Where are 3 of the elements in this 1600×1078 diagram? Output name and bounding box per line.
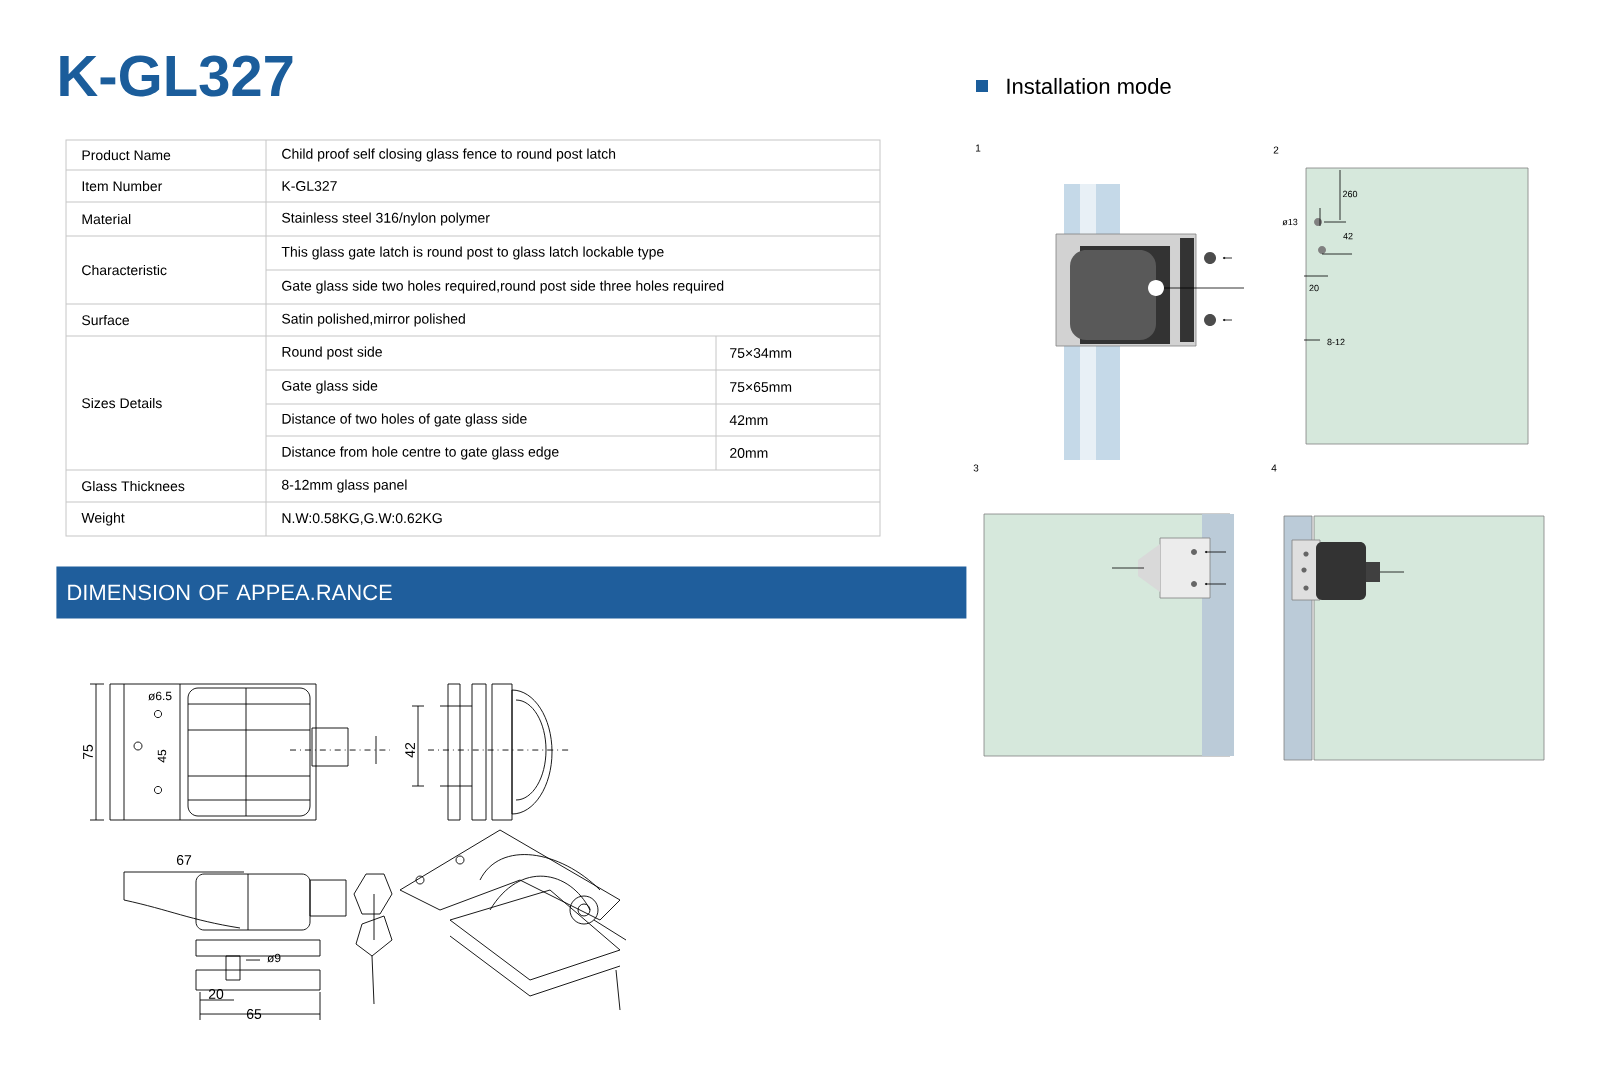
section-heading: Installation mode <box>1007 77 1171 95</box>
title: K-GL327 <box>60 55 293 97</box>
section-banner: DIMENSION OF APPEA.RANCE <box>56 566 967 619</box>
